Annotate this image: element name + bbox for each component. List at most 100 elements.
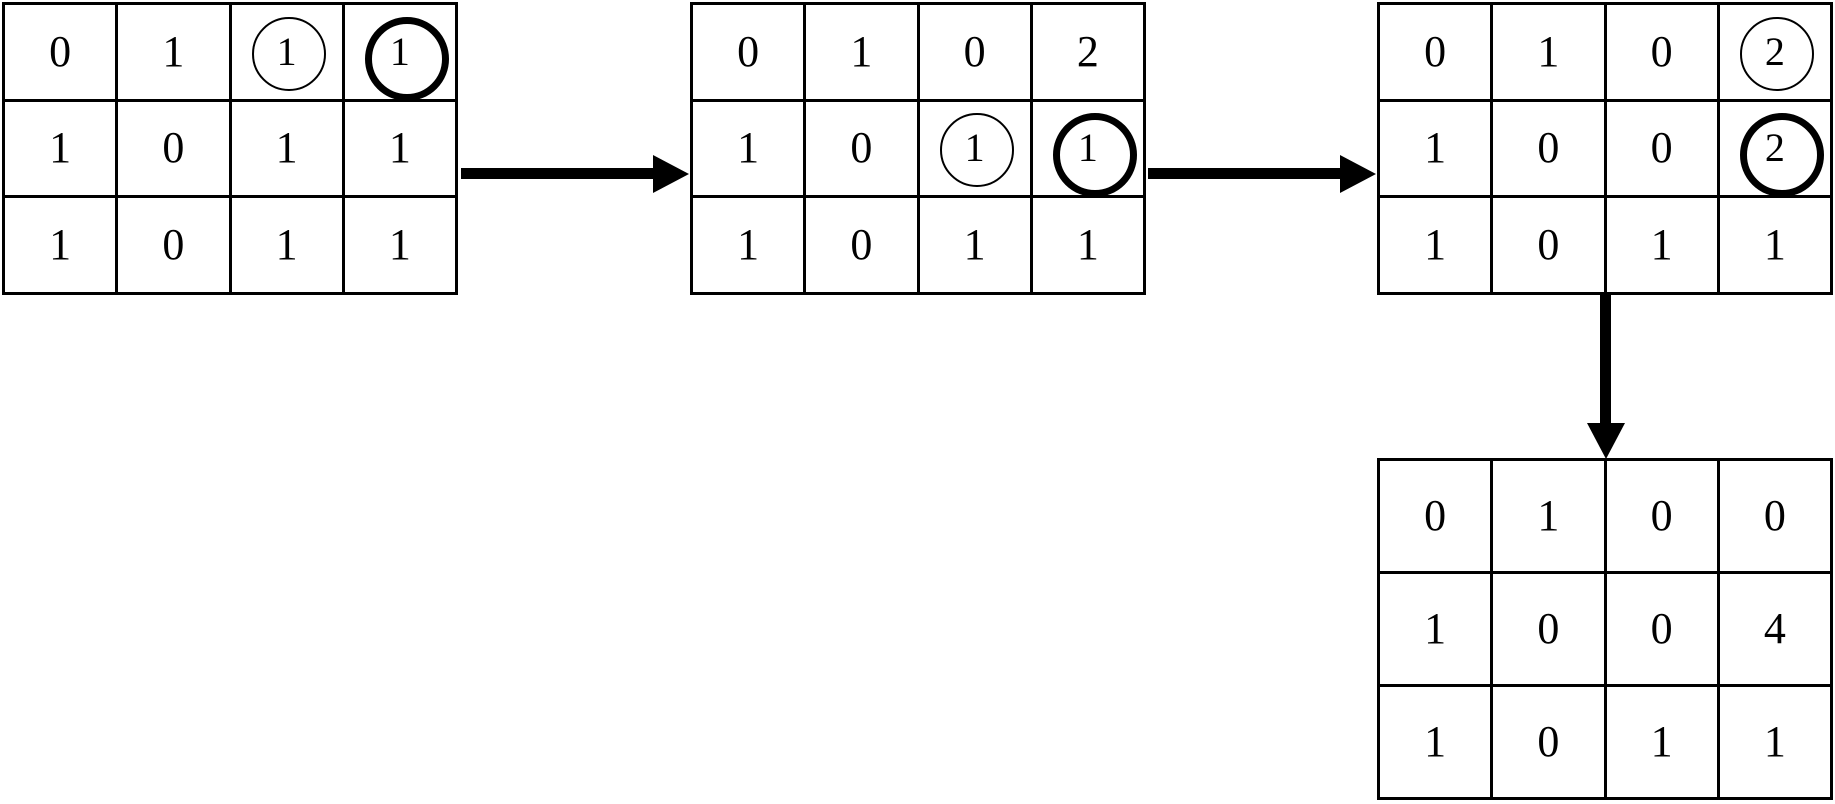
arrow-head-right-icon — [653, 154, 689, 193]
cell-r0c1: 1 — [806, 5, 920, 102]
cell-value: 0 — [1650, 604, 1673, 653]
cell-r1c0: 1 — [5, 101, 119, 199]
cell-value: 1 — [1537, 491, 1560, 540]
cell-r0c3: 2 — [1032, 5, 1146, 102]
cell-value: 1 — [276, 28, 297, 74]
cell-value: 1 — [1424, 604, 1447, 653]
cell-value: 1 — [49, 123, 72, 173]
cell-r1c0: 1 — [1380, 574, 1494, 687]
cell-r2c2: 1 — [919, 198, 1033, 295]
arrow-shaft — [1600, 295, 1611, 425]
cell-r1c3: 2 — [1719, 101, 1833, 199]
cell-value: 1 — [850, 26, 873, 76]
cell-value: 0 — [1537, 123, 1560, 173]
cell-r2c0: 1 — [1380, 198, 1494, 295]
arrow-step1-to-step2 — [461, 154, 689, 193]
cell-r0c1: 1 — [1493, 5, 1607, 102]
cell-value: 1 — [737, 123, 760, 173]
cell-r0c0: 0 — [1380, 5, 1494, 102]
cell-r2c1: 0 — [1493, 198, 1607, 295]
cell-r0c2: 0 — [1606, 5, 1720, 102]
cell-value: 0 — [1763, 491, 1786, 540]
cell-value: 0 — [1537, 717, 1560, 766]
cell-value: 0 — [1650, 123, 1673, 173]
arrow-head-right-icon — [1340, 154, 1376, 193]
cell-r1c1: 0 — [118, 101, 232, 199]
cell-value: 1 — [1424, 123, 1447, 173]
arrow-step3-to-step4 — [1586, 295, 1625, 459]
cell-r1c3: 1 — [344, 101, 458, 199]
cell-value: 1 — [388, 220, 411, 270]
cell-value: 1 — [963, 220, 986, 270]
cell-r2c1: 0 — [806, 198, 920, 295]
matrix-step-3: 0 1 0 2 1 0 0 2 1 0 1 — [1377, 2, 1833, 295]
cell-r1c2: 1 — [919, 101, 1033, 199]
cell-value: 2 — [1076, 26, 1099, 76]
cell-value: 0 — [963, 26, 986, 76]
cell-r2c3: 1 — [344, 198, 458, 295]
cell-r2c1: 0 — [118, 198, 232, 295]
cell-value: 0 — [1650, 26, 1673, 76]
arrow-shaft — [1148, 168, 1342, 179]
cell-r2c3: 1 — [1032, 198, 1146, 295]
cell-r1c0: 1 — [1380, 101, 1494, 199]
cell-value: 0 — [1537, 604, 1560, 653]
arrow-shaft — [461, 168, 655, 179]
cell-value: 1 — [49, 220, 72, 270]
cell-value: 0 — [850, 220, 873, 270]
cell-r2c2: 1 — [1606, 687, 1720, 800]
cell-value: 0 — [1424, 491, 1447, 540]
cell-value: 0 — [162, 123, 185, 173]
cell-r0c2: 0 — [919, 5, 1033, 102]
cell-value: 1 — [1650, 220, 1673, 270]
cell-value: 1 — [1076, 220, 1099, 270]
cell-r1c2: 0 — [1606, 101, 1720, 199]
matrix-step-1: 0 1 1 1 1 0 1 1 1 0 1 — [2, 2, 458, 295]
cell-value: 2 — [1764, 28, 1785, 74]
cell-r0c1: 1 — [1493, 461, 1607, 574]
cell-r0c3: 0 — [1719, 461, 1833, 574]
cell-value: 1 — [964, 125, 985, 171]
cell-r1c2: 0 — [1606, 574, 1720, 687]
cell-r2c1: 0 — [1493, 687, 1607, 800]
cell-r1c2: 1 — [231, 101, 345, 199]
cell-value: 1 — [1424, 220, 1447, 270]
cell-r2c2: 1 — [231, 198, 345, 295]
cell-value: 1 — [1077, 125, 1098, 171]
arrow-step2-to-step3 — [1148, 154, 1376, 193]
cell-value: 1 — [737, 220, 760, 270]
cell-value: 2 — [1764, 125, 1785, 171]
cell-r2c3: 1 — [1719, 198, 1833, 295]
cell-value: 1 — [388, 123, 411, 173]
matrix-step-4: 0 1 0 0 1 0 0 4 1 0 1 — [1377, 458, 1833, 800]
cell-r0c1: 1 — [118, 5, 232, 102]
cell-r1c1: 0 — [1493, 574, 1607, 687]
cell-value: 0 — [1424, 26, 1447, 76]
cell-r1c3: 4 — [1719, 574, 1833, 687]
cell-value: 1 — [389, 28, 410, 74]
cell-value: 0 — [162, 220, 185, 270]
cell-value: 0 — [737, 26, 760, 76]
cell-r1c1: 0 — [806, 101, 920, 199]
cell-r0c0: 0 — [5, 5, 119, 102]
cell-r0c0: 0 — [1380, 461, 1494, 574]
cell-value: 0 — [49, 26, 72, 76]
cell-r2c0: 1 — [1380, 687, 1494, 800]
cell-r0c2: 1 — [231, 5, 345, 102]
cell-value: 0 — [850, 123, 873, 173]
cell-value: 0 — [1537, 220, 1560, 270]
cell-r2c0: 1 — [693, 198, 807, 295]
cell-value: 1 — [162, 26, 185, 76]
cell-r1c1: 0 — [1493, 101, 1607, 199]
cell-value: 1 — [1650, 717, 1673, 766]
cell-value: 1 — [1763, 220, 1786, 270]
cell-r0c3: 1 — [344, 5, 458, 102]
arrow-head-down-icon — [1586, 423, 1625, 459]
cell-r0c3: 2 — [1719, 5, 1833, 102]
cell-r2c2: 1 — [1606, 198, 1720, 295]
cell-r1c3: 1 — [1032, 101, 1146, 199]
cell-value: 1 — [1424, 717, 1447, 766]
cell-r2c0: 1 — [5, 198, 119, 295]
cell-value: 1 — [275, 123, 298, 173]
